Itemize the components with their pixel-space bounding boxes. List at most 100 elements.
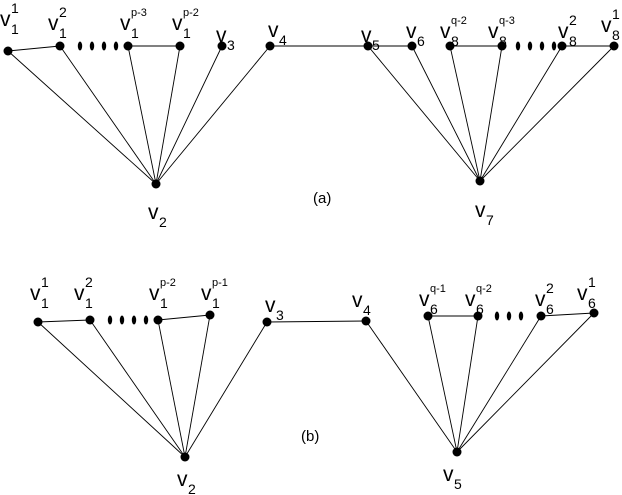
node-b_v5 (452, 447, 462, 457)
node-label-subscript: 2 (188, 481, 196, 495)
edge-b_v1_1-b_v1_2 (37, 319, 91, 323)
edge-a_v3-a_v2 (155, 45, 223, 185)
edge-a_v8_1-a_v7 (479, 45, 615, 182)
ellipsis-dot (506, 311, 512, 321)
ellipsis-dot (494, 311, 500, 321)
caption-a: (a) (313, 190, 331, 207)
edge-b_v4-b_v5 (365, 320, 458, 453)
node-b_v1_2 (85, 315, 95, 325)
ellipsis-dot (101, 41, 107, 51)
node-a_v1_p2 (175, 41, 185, 51)
ellipsis-dot (113, 41, 119, 51)
node-label-base: v (172, 12, 183, 35)
node-label-superscript: q-3 (499, 15, 515, 27)
node-label-base: v (352, 289, 363, 312)
ellipsis-dots-layer (77, 41, 557, 325)
node-label-base: v (475, 199, 486, 222)
node-label-base: v (265, 294, 276, 317)
node-label-subscript: 7 (486, 212, 494, 228)
edge-b_v1_p1-b_v2 (184, 314, 211, 458)
node-label-subscript: 6 (546, 301, 554, 317)
node-label-subscript: 2 (159, 214, 167, 230)
node-a_v3 (217, 41, 227, 51)
node-a_v1_2 (55, 41, 65, 51)
node-label-subscript: 1 (131, 25, 139, 41)
node-label-subscript: 5 (454, 476, 462, 492)
node-label-base: v (488, 20, 499, 43)
node-label-subscript: 1 (160, 295, 168, 311)
ellipsis-dot (119, 315, 125, 325)
node-label-base: v (535, 288, 546, 311)
edge-b_v6_q1-b_v5 (427, 315, 458, 453)
node-label-base: v (120, 12, 131, 35)
ellipsis-dot (77, 41, 83, 51)
edge-b_v1_2-b_v2 (89, 319, 186, 458)
node-label-subscript: 8 (451, 33, 459, 49)
node-label-superscript: 1 (41, 274, 49, 290)
node-label-superscript: p-2 (183, 7, 199, 19)
ellipsis-dot (107, 315, 113, 325)
node-label-base: v (201, 282, 212, 305)
node-label-subscript: 3 (276, 307, 284, 323)
node-b_v6_1 (589, 308, 599, 318)
nodes-layer (3, 41, 619, 462)
edge-b_v1_p2-b_v2 (157, 319, 186, 458)
node-label-base: v (74, 282, 85, 305)
edge-b_v6_2-b_v6_1 (540, 312, 595, 317)
ellipsis-dot (527, 41, 533, 51)
node-label-base: v (443, 463, 454, 486)
edge-a_v6-a_v7 (411, 45, 481, 182)
ellipsis-dot (143, 315, 149, 325)
node-label-base: v (30, 282, 41, 305)
edge-b_v6_q2-b_v5 (456, 315, 479, 453)
edge-b_v3-b_v2 (184, 321, 268, 458)
node-label-subscript: 1 (183, 25, 191, 41)
node-a_v6 (407, 41, 417, 51)
node-label-subscript: 5 (372, 37, 380, 53)
node-label-subscript: 4 (363, 302, 371, 318)
edge-a_v8_q2-a_v7 (449, 45, 481, 182)
node-label-superscript: q-2 (451, 15, 467, 27)
node-label-base: v (577, 282, 588, 305)
node-label-base: v (558, 20, 569, 43)
node-label-base: v (406, 20, 417, 43)
edge-a_v8_2-a_v7 (479, 45, 563, 182)
node-b_v6_q1 (423, 311, 433, 321)
node-a_v1_p3 (123, 41, 133, 51)
node-b_v3 (262, 317, 272, 327)
edge-a_v4-a_v2 (155, 45, 271, 185)
edge-b_v6_2-b_v5 (456, 315, 542, 453)
node-label-base: v (0, 8, 11, 31)
node-label-subscript: 6 (417, 33, 425, 49)
ellipsis-dot (518, 311, 524, 321)
edge-b_v6_1-b_v5 (456, 312, 595, 453)
node-label-base: v (149, 282, 160, 305)
node-a_v8_2 (557, 41, 567, 51)
node-a_v8_q2 (445, 41, 455, 51)
node-label-subscript: 6 (588, 295, 596, 311)
edge-a_v1_1-a_v2 (7, 50, 157, 185)
node-label-base: v (148, 201, 159, 224)
edge-b_v3-b_v4 (266, 320, 367, 323)
node-label-base: v (177, 468, 188, 491)
ellipsis-dot (551, 41, 557, 51)
node-label-superscript: 2 (85, 274, 93, 290)
node-b_v2 (180, 452, 190, 462)
node-label-subscript: 1 (59, 25, 67, 41)
node-b_v1_p2 (153, 315, 163, 325)
